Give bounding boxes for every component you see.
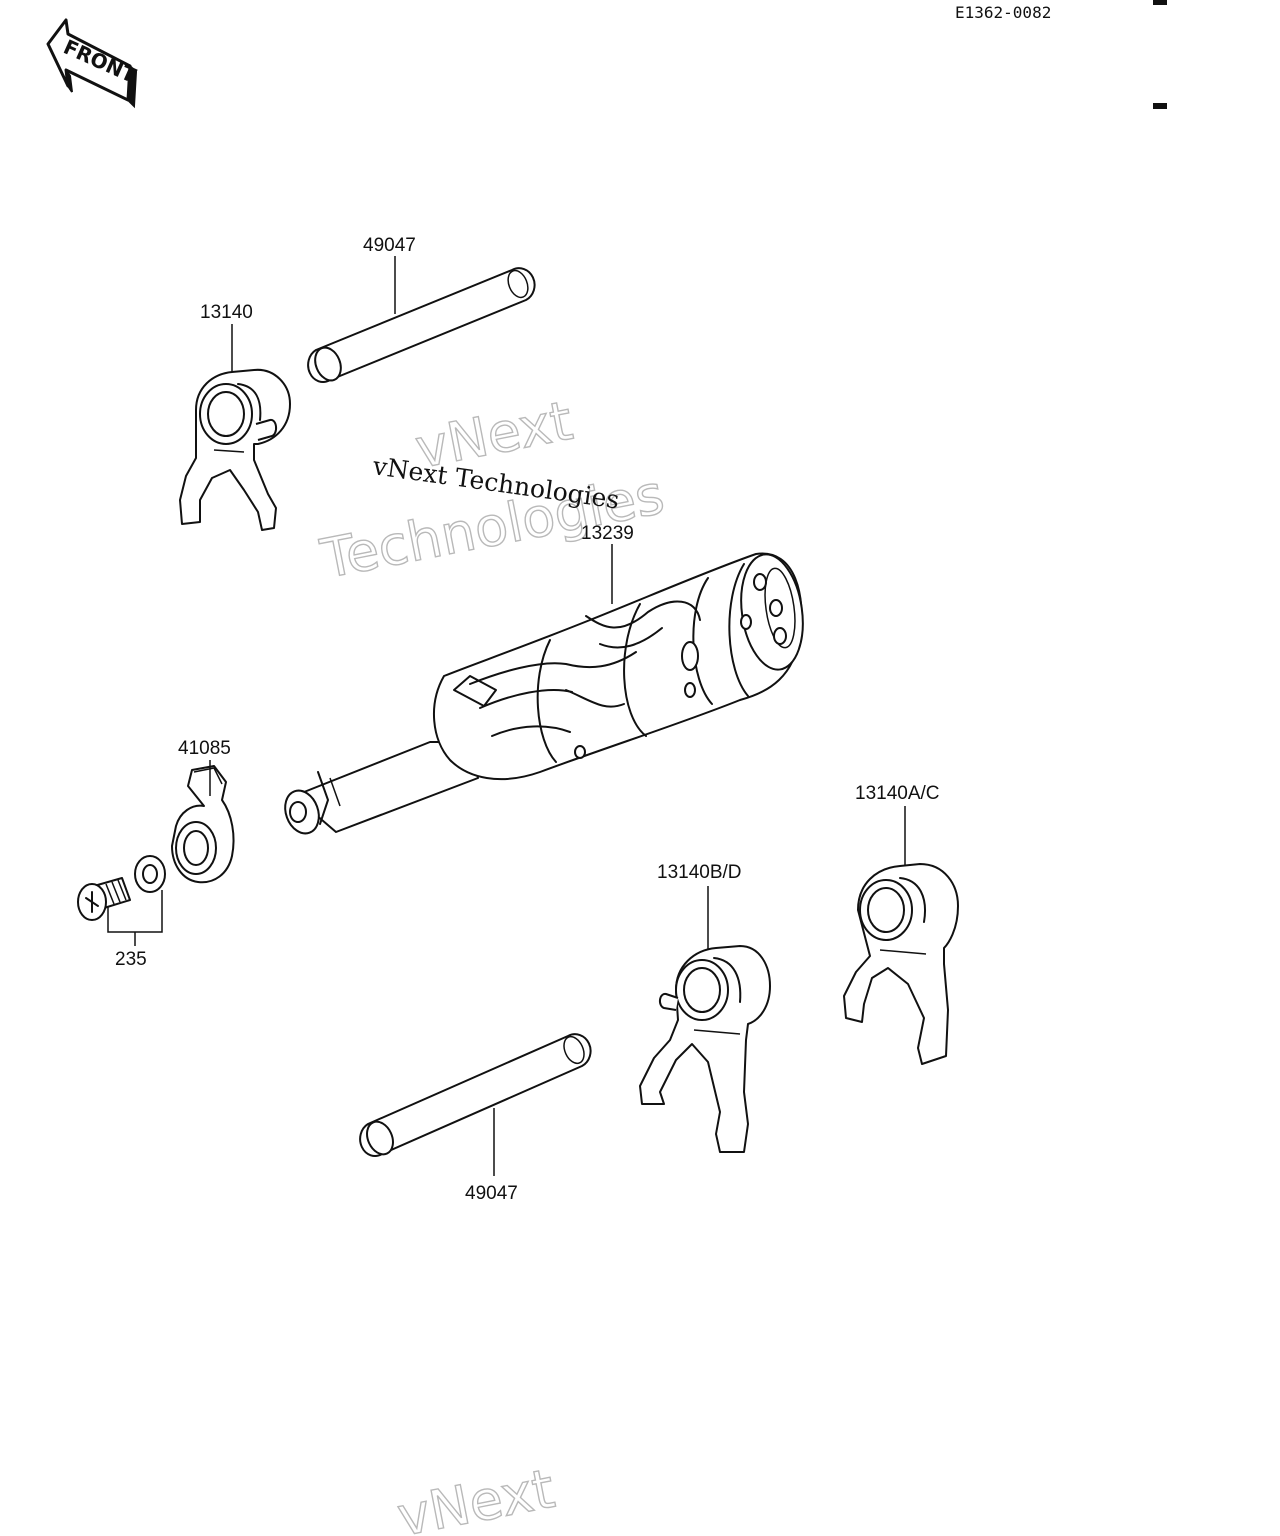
shift-drum [284, 552, 804, 835]
label-drum: 13239 [581, 523, 634, 544]
label-stopper: 41085 [178, 738, 231, 759]
corner-mark-top [1153, 0, 1167, 5]
drum-stopper [171, 765, 235, 884]
label-shaft-bottom: 49047 [465, 1183, 518, 1204]
shift-fork-top [179, 368, 291, 531]
shift-fork-middle [639, 945, 771, 1153]
watermark-outline-bottom: vNext [392, 1457, 559, 1536]
label-shaft-top: 49047 [363, 235, 416, 256]
document-code: E1362-0082 [955, 3, 1051, 22]
shaft-top [307, 267, 536, 383]
screw-washer [77, 855, 166, 921]
label-fork-middle: 13140B/D [657, 862, 742, 883]
shaft-bottom [359, 1033, 592, 1157]
corner-mark-right [1153, 103, 1167, 109]
front-arrow-icon: FRONT [46, 18, 140, 109]
label-fork-top: 13140 [200, 302, 253, 323]
shift-fork-right [843, 863, 959, 1065]
label-screw-washer: 235 [115, 949, 147, 970]
label-fork-right: 13140A/C [855, 783, 940, 804]
